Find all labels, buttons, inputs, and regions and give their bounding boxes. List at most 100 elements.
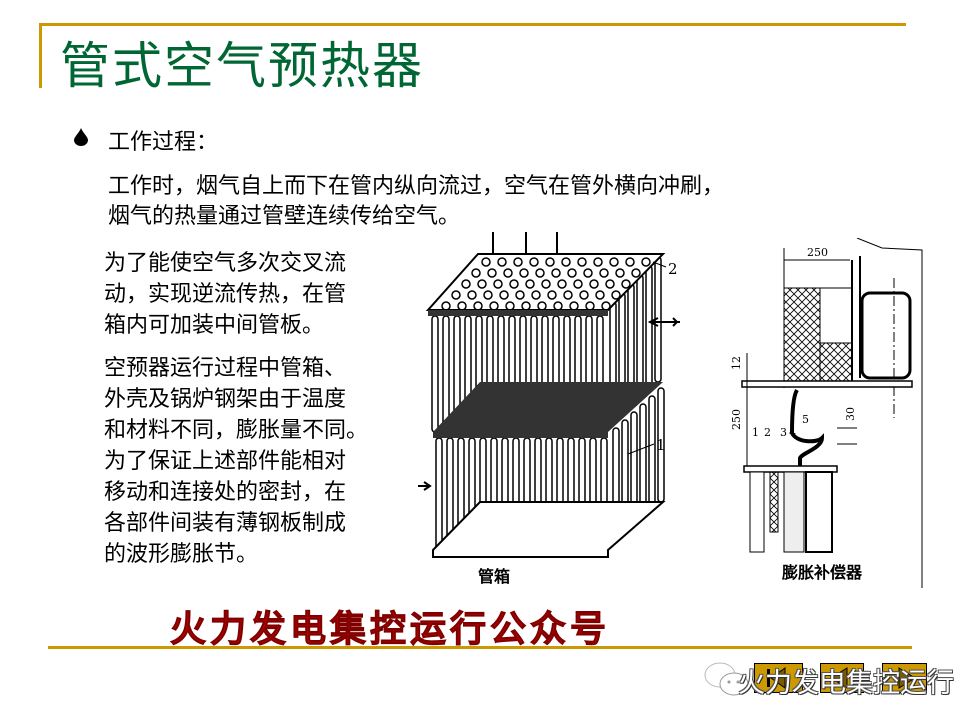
bullet-drop-icon	[74, 128, 88, 146]
tube-hole	[609, 257, 619, 267]
tube-hole	[509, 279, 519, 289]
tube-hole	[529, 257, 539, 267]
dim-250-side: 250	[730, 409, 743, 430]
bottom-tube-sheet	[432, 501, 666, 558]
tube-hole	[535, 268, 545, 278]
tube-hole	[545, 257, 555, 267]
description-text: 为了能使空气多次交叉流 动，实现逆流传热，在管 箱内可加装中间管板。 空预器运行…	[104, 248, 404, 582]
tube-hole	[541, 279, 551, 289]
bottom-rule	[48, 646, 912, 649]
tube-hole	[513, 257, 523, 267]
part-label: 5	[802, 413, 809, 426]
tube-hole	[451, 290, 461, 300]
footer-watermark: 火力发电集控运行	[738, 668, 954, 699]
dim-250-top: 250	[807, 246, 828, 259]
tube-hole	[531, 290, 541, 300]
tube-hole	[471, 268, 481, 278]
paragraph-expansion: 空预器运行过程中管箱、 外壳及锅炉钢架由于温度 和材料不同，膨胀量不同。 为了保…	[104, 353, 404, 570]
watermark-text: 火力发电集控运行公众号	[169, 608, 611, 651]
tube-hole	[547, 290, 557, 300]
tube	[636, 274, 644, 399]
previous-slide-button[interactable]	[820, 663, 864, 693]
tube-hole	[605, 279, 615, 289]
text-line: 移动和连接处的密封，在	[104, 480, 347, 505]
tube-hole	[611, 290, 621, 300]
tube-hole	[563, 290, 573, 300]
text-line: 箱内可加装中间管板。	[104, 313, 325, 338]
tube-hole	[467, 290, 477, 300]
dim-30: 30	[844, 407, 857, 421]
tube	[431, 315, 439, 433]
tube	[442, 315, 450, 433]
bullet-heading: 工作过程：	[108, 130, 219, 155]
top-rule	[40, 23, 906, 26]
tube-box-figure: 2 1 管箱	[418, 232, 680, 586]
air-flow-in-arrow-icon	[418, 481, 432, 491]
middle-tube-sheet	[433, 382, 663, 438]
tube-hole	[519, 268, 529, 278]
paragraph-baffle: 为了能使空气多次交叉流 动，实现逆流传热，在管 箱内可加装中间管板。	[104, 248, 404, 341]
intro-line: 工作时，烟气自上而下在管内纵向流过，空气在管外横向冲刷，	[108, 174, 725, 199]
text-line: 空预器运行过程中管箱、	[104, 356, 347, 381]
text-line: 和材料不同，膨胀量不同。	[104, 418, 369, 443]
air-flow-arrow-icon	[647, 317, 680, 327]
tube-hole	[593, 257, 603, 267]
top-sheet-edge	[428, 310, 608, 316]
tube-hole	[577, 257, 587, 267]
first-slide-icon	[767, 667, 786, 689]
tube-hole	[621, 279, 631, 289]
tube-hole	[493, 279, 503, 289]
tube-hole	[499, 290, 509, 300]
tube-hole	[557, 279, 567, 289]
text-line: 外壳及锅炉钢架由于温度	[104, 387, 347, 412]
tube-box-caption: 管箱	[478, 567, 510, 586]
tube	[435, 437, 443, 553]
text-line: 的波形膨胀节。	[104, 542, 259, 567]
tube-hole	[525, 279, 535, 289]
tube-hole	[481, 257, 491, 267]
tube	[645, 265, 653, 391]
tube-hole	[497, 257, 507, 267]
part-label: 3	[780, 426, 787, 439]
tube-hole	[487, 268, 497, 278]
tube-hole	[503, 268, 513, 278]
expansion-caption: 膨胀补偿器	[782, 563, 863, 582]
tube-hole	[583, 268, 593, 278]
text-line: 为了能使空气多次交叉流	[104, 251, 347, 276]
tube-hole	[561, 257, 571, 267]
text-line: 为了保证上述部件能相对	[104, 449, 347, 474]
tube-hole	[641, 257, 651, 267]
tube-hole	[589, 279, 599, 289]
first-slide-button[interactable]	[754, 663, 803, 693]
tube-hole	[625, 257, 635, 267]
wechat-icon	[704, 662, 749, 696]
expansion-joint-figure: 250 12 250 30 1 2 3 4 5 膨胀补偿器	[730, 238, 923, 588]
tube-hole	[595, 290, 605, 300]
label-2: 2	[668, 260, 678, 278]
back-arrow-icon	[830, 667, 848, 689]
tube-hole	[483, 290, 493, 300]
tube-hole	[615, 268, 625, 278]
tube	[648, 395, 656, 511]
tube-hole	[477, 279, 487, 289]
tube-hole	[631, 268, 641, 278]
tube-hole	[515, 290, 525, 300]
intro-line: 烟气的热量通过管壁连续传给空气。	[108, 204, 461, 229]
part-label: 4	[789, 426, 796, 439]
tube-hole	[599, 268, 609, 278]
tube-hole	[573, 279, 583, 289]
tube-hole	[551, 268, 561, 278]
text-line: 各部件间装有薄钢板制成	[104, 511, 347, 536]
left-rule	[39, 23, 42, 88]
part-label: 1	[752, 426, 759, 439]
tube-hole	[567, 268, 577, 278]
tube-hole	[461, 279, 471, 289]
next-slide-button[interactable]	[882, 663, 927, 693]
text-line: 动，实现逆流传热，在管	[104, 282, 347, 307]
label-1: 1	[656, 436, 666, 454]
part-label: 2	[764, 426, 771, 439]
tube-hole	[579, 290, 589, 300]
intro-paragraph: 工作时，烟气自上而下在管内纵向流过，空气在管外横向冲刷， 烟气的热量通过管壁连续…	[108, 172, 868, 232]
slide-title: 管式空气预热器	[60, 37, 424, 95]
corrugated-joint	[789, 388, 825, 466]
